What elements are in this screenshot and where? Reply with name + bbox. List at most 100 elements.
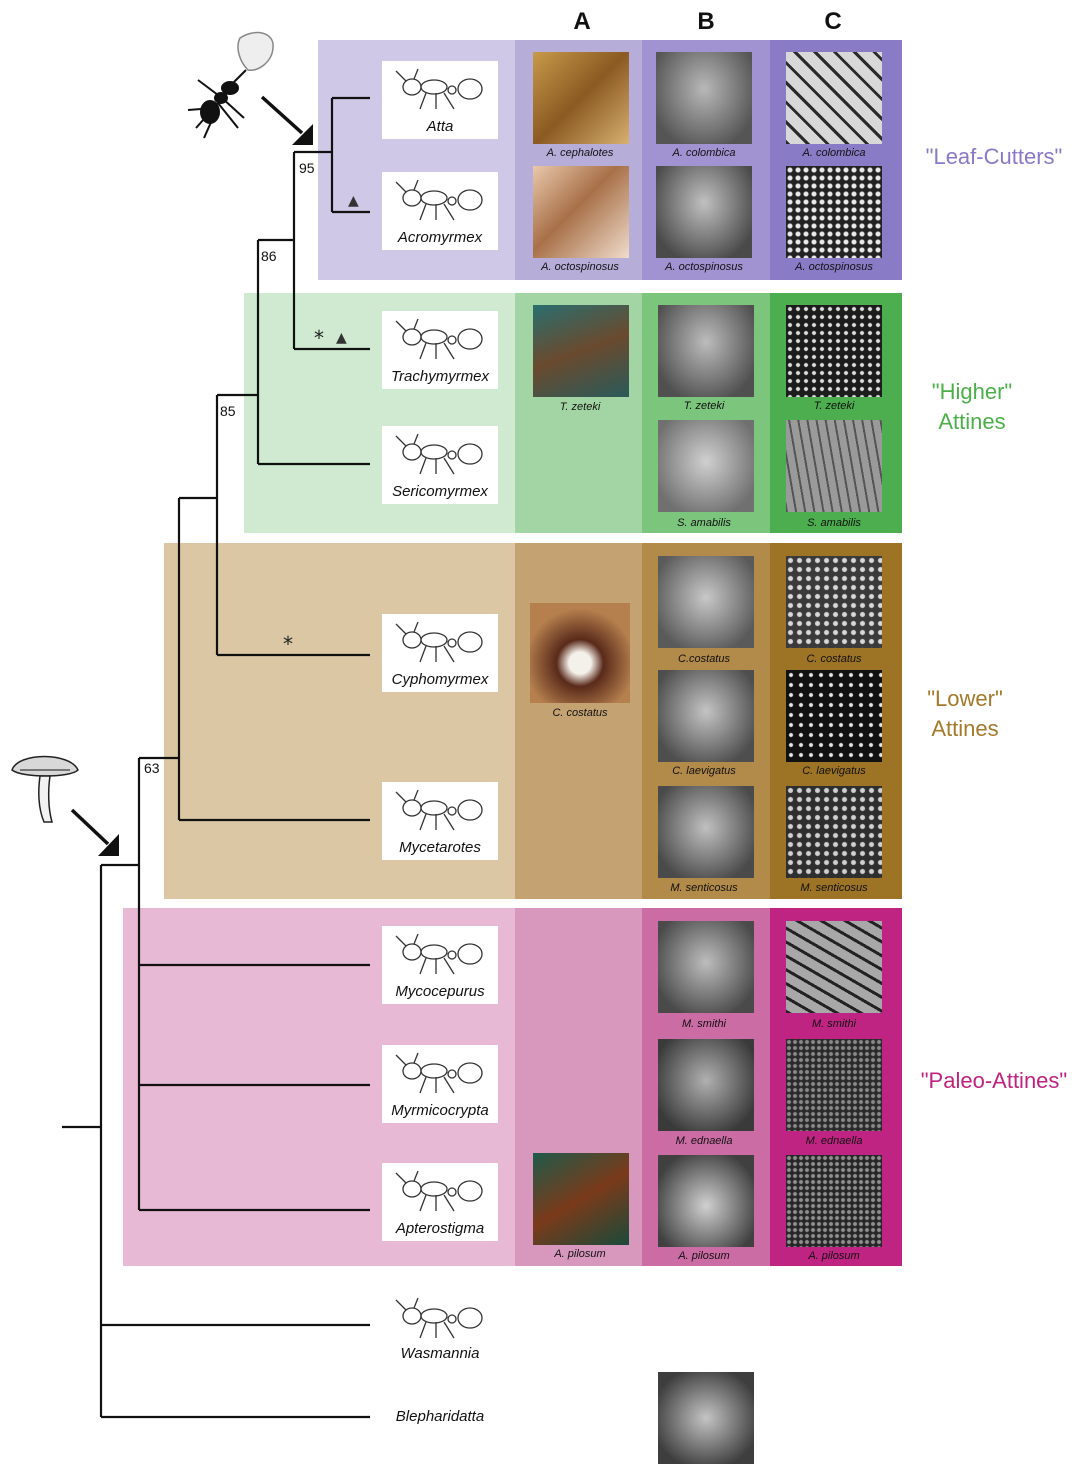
ant-drawing-icon [395,179,483,221]
genus-name: Mycocepurus [395,983,485,1000]
sem-b-m-senticosus [658,786,754,878]
caption-b-c-costatus: C.costatus [678,653,730,665]
genus-name-blepharidatta: Blepharidatta [395,1408,485,1425]
caption-c-a-pilosum: A. pilosum [808,1250,860,1262]
sem-c-a-pilosum [786,1155,882,1247]
column-header-c: C [824,8,842,35]
genus-name: Trachymyrmex [390,368,490,385]
caption-b-a-pilosum: A. pilosum [678,1250,730,1262]
caption-c-a-colombica: A. colombica [802,147,866,159]
genus-card-atta: Atta [382,61,498,139]
caption-b-s-amabilis: S. amabilis [677,517,731,529]
caption-b-m-senticosus: M. senticosus [670,882,738,894]
triangle-marker-trachymyrmex: ▲ [336,330,347,346]
genus-name: Atta [426,118,454,135]
lower-col-a [515,543,642,899]
support-value-95: 95 [299,160,315,176]
photo-a-octospinosus [533,166,629,258]
column-header-b: B [697,8,715,35]
group-label-line1: "Paleo-Attines" [920,1068,1068,1093]
ant-drawing-icon [395,1170,483,1212]
sem-b-m-ednaella [658,1039,754,1131]
genus-name: Apterostigma [395,1220,485,1237]
sem-c-m-senticosus [786,786,882,878]
genus-name: Acromyrmex [397,229,483,246]
ant-drawing-icon [395,933,483,975]
asterisk-marker-trachymyrmex: * [314,326,324,350]
caption-c-a-octospinosus: A. octospinosus [795,261,873,273]
caption-c-c-costatus: C. costatus [806,653,862,665]
sem-c-s-amabilis [786,420,882,512]
genus-card-cyphomyrmex: Cyphomyrmex [382,614,498,692]
sem-b-a-pilosum [658,1155,754,1247]
group-label-paleo-attines: "Paleo-Attines" [912,1066,1076,1096]
caption-b-t-zeteki: T. zeteki [683,400,725,412]
sem-b-blepharidatta [658,1372,754,1464]
photo-t-zeteki [533,305,629,397]
caption-a-cephalotes: A. cephalotes [546,147,614,159]
caption-b-m-ednaella: M. ednaella [675,1135,733,1147]
ant-drawing-icon [395,68,483,110]
caption-a-pilosum-a: A. pilosum [554,1248,606,1260]
ant-drawing-icon [395,621,483,663]
caption-c-c-laevigatus: C. laevigatus [802,765,866,777]
column-header-a: A [573,8,591,35]
genus-name: Myrmicocrypta [391,1102,489,1119]
sem-b-m-smithi [658,921,754,1013]
group-label-leaf-cutters: "Leaf-Cutters" [912,142,1076,172]
group-label-line1: "Leaf-Cutters" [925,144,1063,169]
sem-c-m-smithi [786,921,882,1013]
triangle-marker-acromyrmex: ▲ [348,193,359,209]
sem-b-c-laevigatus [658,670,754,762]
ant-drawing-icon [395,318,483,360]
ant-drawing-icon [395,1297,483,1339]
ant-drawing-icon [395,1052,483,1094]
genus-card-acromyrmex: Acromyrmex [382,172,498,250]
arrow-fungus-agriculture-origin [70,808,119,856]
genus-card-wasmannia: Wasmannia [382,1290,498,1366]
sem-b-t-zeteki [658,305,754,397]
photo-c-costatus [530,603,630,703]
support-value-63: 63 [144,760,160,776]
group-label-higher-attines: "Higher" Attines [912,377,1032,437]
ant-drawing-icon [395,789,483,831]
caption-b-a-colombica: A. colombica [672,147,736,159]
photo-a-pilosum [533,1153,629,1245]
caption-b-m-smithi: M. smithi [682,1018,726,1030]
genus-name: Sericomyrmex [392,483,488,500]
genus-card-myrmicocrypta: Myrmicocrypta [382,1045,498,1123]
sem-c-m-ednaella [786,1039,882,1131]
caption-c-costatus-a: C. costatus [552,707,608,719]
genus-card-apterostigma: Apterostigma [382,1163,498,1241]
support-value-86: 86 [261,248,277,264]
genus-name: Mycetarotes [399,839,481,856]
ant-drawing-icon [395,433,483,475]
sem-b-a-colombica [656,52,752,144]
caption-c-m-ednaella: M. ednaella [805,1135,863,1147]
genus-name: Wasmannia [400,1345,480,1362]
genus-card-sericomyrmex: Sericomyrmex [382,426,498,504]
mushroom-icon [11,755,79,823]
caption-c-t-zeteki: T. zeteki [813,400,855,412]
genus-card-mycetarotes: Mycetarotes [382,782,498,860]
sem-c-c-costatus [786,556,882,648]
caption-b-c-laevigatus: C. laevigatus [672,765,736,777]
photo-a-cephalotes [533,52,629,144]
caption-a-octospinosus-a: A. octospinosus [541,261,619,273]
caption-b-a-octospinosus: A. octospinosus [665,261,743,273]
sem-b-a-octospinosus [656,166,752,258]
sem-c-a-colombica [786,52,882,144]
genus-card-mycocepurus: Mycocepurus [382,926,498,1004]
group-label-line1: "Lower" [927,686,1003,711]
tree-branches [62,96,370,1419]
leaf-cutter-ant-icon [187,31,274,139]
genus-card-trachymyrmex: Trachymyrmex [382,311,498,389]
sem-c-a-octospinosus [786,166,882,258]
sem-c-t-zeteki [786,305,882,397]
support-value-85: 85 [220,403,236,419]
group-label-line1: "Higher" [931,379,1013,404]
sem-c-c-laevigatus [786,670,882,762]
caption-c-m-smithi: M. smithi [812,1018,856,1030]
